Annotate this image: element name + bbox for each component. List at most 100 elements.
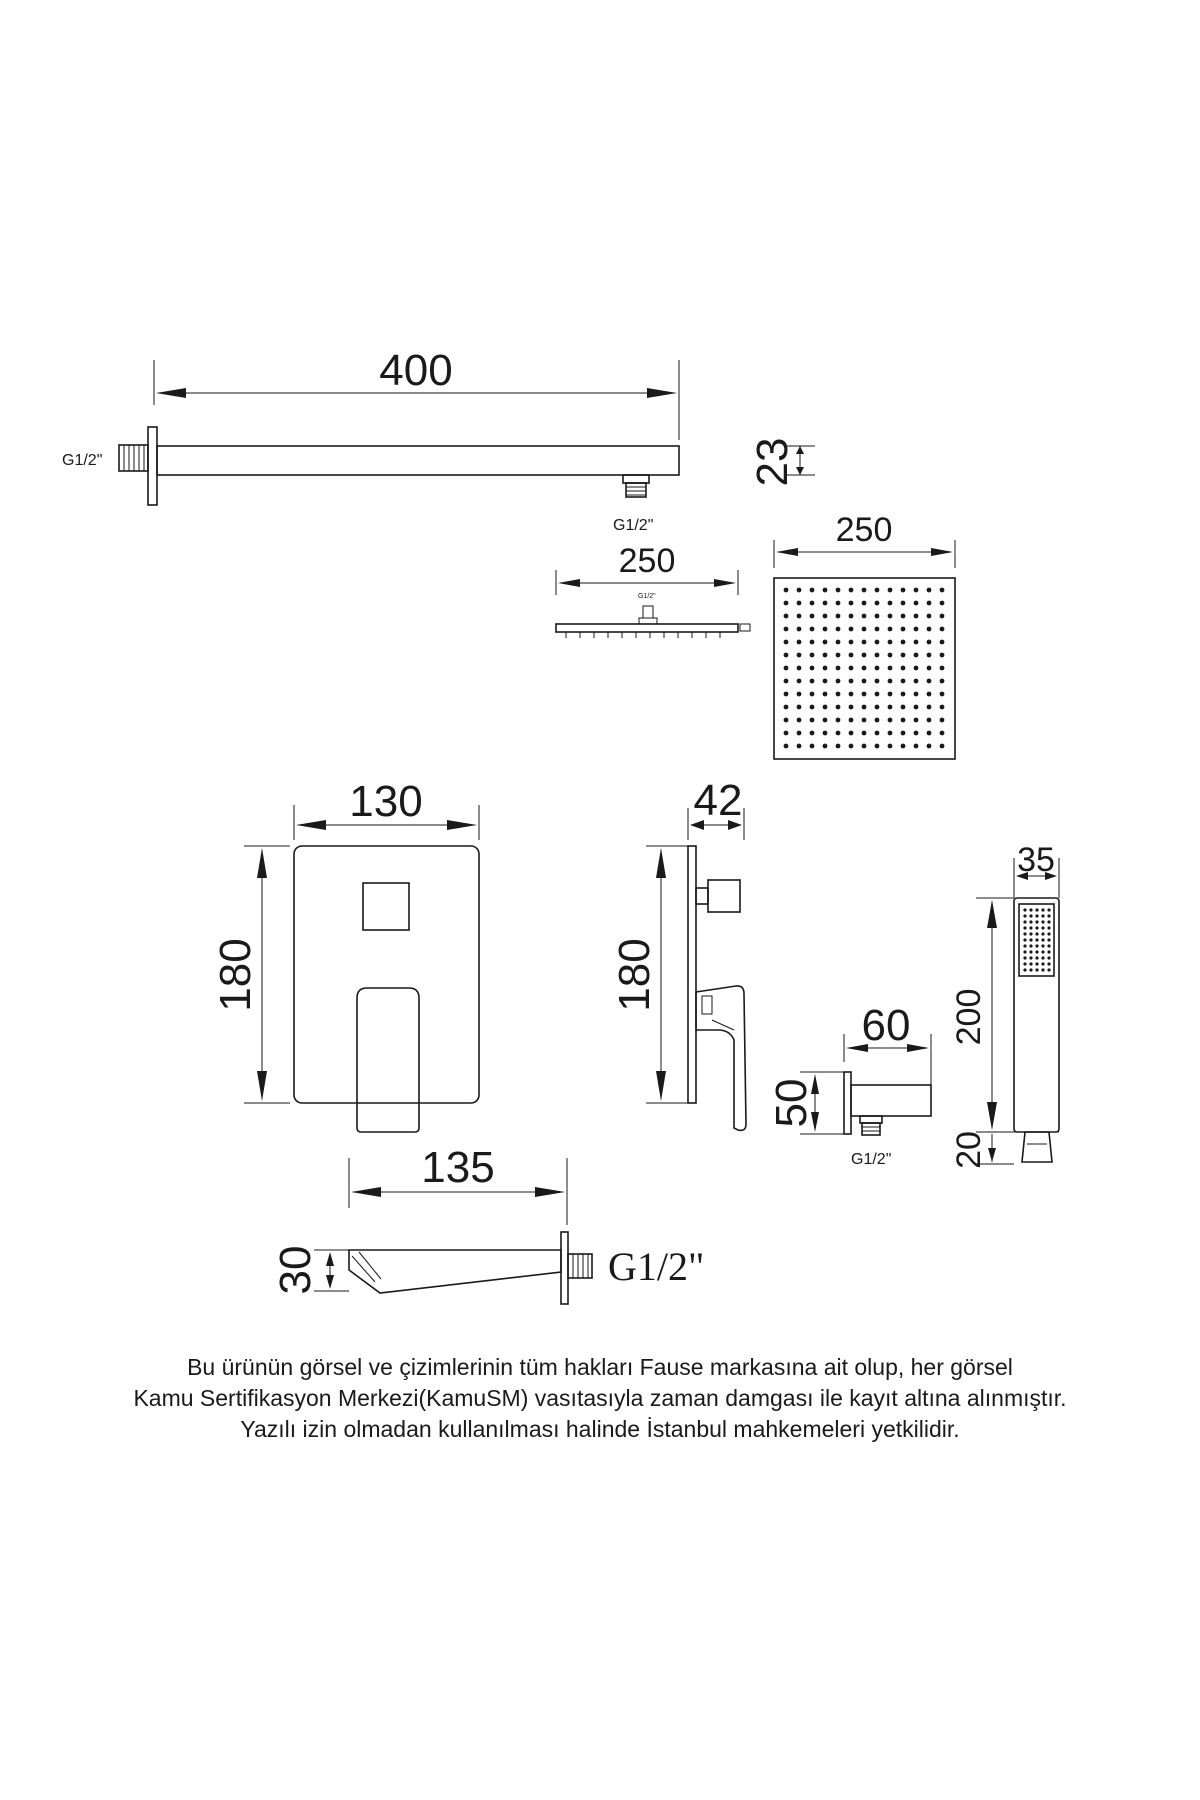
handshower-nozzle-dot: [1029, 944, 1033, 948]
thread-head-inlet: G1/2": [638, 593, 656, 600]
handshower-nozzle-dot: [1047, 962, 1051, 966]
mixer-side-drawing: 42 180: [610, 776, 747, 1132]
dim-mixer-width: 130: [349, 777, 422, 826]
nozzle-dot: [900, 587, 906, 593]
dim-spout-length: 135: [421, 1143, 494, 1192]
handshower-nozzle-dot: [1035, 908, 1039, 912]
nozzle-dot: [796, 626, 802, 632]
handshower-nozzle-dot: [1041, 914, 1045, 918]
nozzle-dot: [796, 704, 802, 710]
nozzle-dot: [783, 665, 789, 671]
nozzle-dot: [900, 665, 906, 671]
notice-line-3: Yazılı izin olmadan kullanılması halinde…: [240, 1416, 960, 1442]
nozzle-dot: [913, 678, 919, 684]
nozzle-dot: [796, 717, 802, 723]
handshower-nozzle-dot: [1035, 950, 1039, 954]
nozzle-dot: [900, 717, 906, 723]
dim-spout-height: 30: [271, 1246, 320, 1295]
handshower-nozzle-dot: [1029, 920, 1033, 924]
handshower-nozzle-dot: [1035, 944, 1039, 948]
handshower-nozzle-dot: [1041, 950, 1045, 954]
nozzle-dot: [861, 704, 867, 710]
thread-arm-outlet: G1/2": [613, 517, 653, 534]
handshower-nozzle-grid: [1023, 908, 1051, 972]
nozzle-dot: [796, 730, 802, 736]
nozzle-dot: [783, 639, 789, 645]
nozzle-dot: [874, 730, 880, 736]
handshower-nozzle-dot: [1029, 956, 1033, 960]
nozzle-dot: [939, 730, 945, 736]
nozzle-dot: [835, 704, 841, 710]
nozzle-dot: [861, 691, 867, 697]
nozzle-dot: [796, 743, 802, 749]
copyright-notice: Bu ürünün görsel ve çizimlerinin tüm hak…: [0, 1352, 1200, 1445]
handshower-nozzle-dot: [1035, 914, 1039, 918]
nozzle-dot: [926, 743, 932, 749]
nozzle-dot: [861, 587, 867, 593]
bath-spout-drawing: 135 30 G1/2": [271, 1143, 704, 1305]
nozzle-dot: [913, 639, 919, 645]
nozzle-dot: [874, 704, 880, 710]
nozzle-dot: [822, 613, 828, 619]
handshower-nozzle-dot: [1041, 938, 1045, 942]
nozzle-dot: [874, 665, 880, 671]
nozzle-dot: [848, 613, 854, 619]
nozzle-dot: [887, 587, 893, 593]
handshower-nozzle-dot: [1041, 920, 1045, 924]
nozzle-dot: [783, 652, 789, 658]
nozzle-dot: [848, 743, 854, 749]
nozzle-dot: [939, 652, 945, 658]
nozzle-dot: [900, 613, 906, 619]
nozzle-dot: [783, 626, 789, 632]
nozzle-dot: [783, 743, 789, 749]
nozzle-dot: [796, 665, 802, 671]
nozzle-dot: [822, 691, 828, 697]
nozzle-dot: [848, 639, 854, 645]
handshower-nozzle-dot: [1041, 926, 1045, 930]
nozzle-dot: [913, 587, 919, 593]
handshower-nozzle-dot: [1041, 932, 1045, 936]
nozzle-dot: [835, 717, 841, 723]
nozzle-dot: [939, 717, 945, 723]
nozzle-dot: [783, 587, 789, 593]
nozzle-dot: [796, 691, 802, 697]
nozzle-dot: [835, 613, 841, 619]
nozzle-dot: [809, 626, 815, 632]
dim-mixer-side-depth: 42: [694, 776, 743, 825]
nozzle-dot: [783, 613, 789, 619]
nozzle-dot: [809, 600, 815, 606]
handshower-nozzle-dot: [1029, 938, 1033, 942]
nozzle-dot: [913, 665, 919, 671]
nozzle-dot: [874, 600, 880, 606]
nozzle-dot: [861, 730, 867, 736]
thread-elbow-outlet: G1/2": [851, 1151, 891, 1168]
dim-mixer-side-height: 180: [610, 938, 659, 1011]
nozzle-dot: [874, 626, 880, 632]
nozzle-dot: [913, 730, 919, 736]
nozzle-dot: [887, 613, 893, 619]
thread-spout-inlet: G1/2": [608, 1244, 704, 1289]
nozzle-dot: [939, 587, 945, 593]
wall-elbow-drawing: 60 50 G1/2": [767, 1001, 932, 1168]
nozzle-dot: [926, 587, 932, 593]
nozzle-dot: [848, 678, 854, 684]
nozzle-dot: [861, 665, 867, 671]
handshower-nozzle-dot: [1023, 926, 1027, 930]
handshower-nozzle-dot: [1035, 956, 1039, 960]
nozzle-dot: [887, 730, 893, 736]
dim-handshower-base: 20: [950, 1131, 988, 1169]
nozzle-dot: [783, 704, 789, 710]
nozzle-dot: [796, 652, 802, 658]
handshower-nozzle-dot: [1035, 968, 1039, 972]
head-nozzle-grid: [783, 587, 945, 749]
handshower-nozzle-dot: [1047, 956, 1051, 960]
nozzle-dot: [926, 600, 932, 606]
handshower-nozzle-dot: [1023, 962, 1027, 966]
nozzle-dot: [939, 600, 945, 606]
handshower-nozzle-dot: [1041, 968, 1045, 972]
handshower-nozzle-dot: [1035, 926, 1039, 930]
nozzle-dot: [913, 652, 919, 658]
nozzle-dot: [874, 691, 880, 697]
nozzle-dot: [926, 704, 932, 710]
nozzle-dot: [874, 587, 880, 593]
